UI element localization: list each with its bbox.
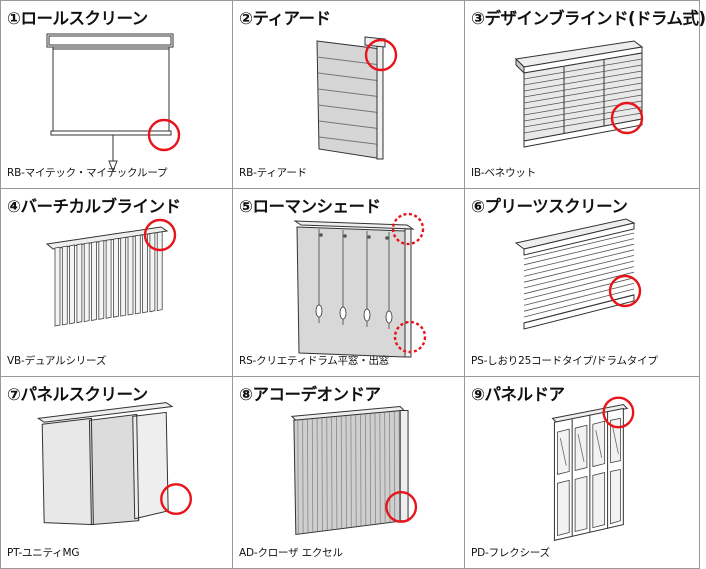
pleat — [524, 233, 634, 259]
slat — [92, 242, 97, 321]
slat — [150, 233, 155, 312]
slat — [121, 237, 126, 316]
product-model: IB-ベネウット — [471, 167, 536, 179]
roman-shade-icon — [233, 212, 427, 377]
product-card-tiered: ②ティアード RB-ティアード — [233, 1, 465, 189]
product-card-design-blind: ③デザインブラインド(ドラム式) IB-ベネウット — [465, 1, 706, 189]
slat — [55, 247, 60, 326]
product-model: PT-ユニティMG — [7, 547, 80, 559]
pleat — [524, 283, 634, 311]
design-blind-icon — [465, 1, 699, 189]
panel-door-icon — [465, 396, 635, 565]
pleat — [524, 289, 634, 317]
pleated-screen-icon — [465, 189, 642, 377]
product-title: ⑦パネルスクリーン — [7, 385, 148, 404]
slat — [106, 240, 111, 319]
product-title: ③デザインブラインド(ドラム式) — [471, 9, 706, 28]
slat — [113, 238, 118, 317]
product-model: RS-クリエティドラム平窓・出窓 — [239, 355, 390, 367]
product-title: ⑥プリーツスクリーン — [471, 197, 628, 216]
slat — [99, 241, 104, 320]
slat — [70, 245, 75, 324]
pleat — [524, 261, 634, 288]
product-card-panel-screen: ⑦パネルスクリーン PT-ユニティMG — [1, 377, 233, 568]
slat — [128, 236, 133, 315]
product-card-pleated-screen: ⑥プリーツスクリーン PS-しおり25コードタイプ/ドラムタイプ — [465, 189, 699, 377]
product-card-vertical-blind: ④バーチカルブラインド VB-デュアルシリーズ — [1, 189, 233, 377]
product-title: ⑧アコーデオンドア — [239, 385, 381, 404]
product-model: RB-ティアード — [239, 167, 307, 179]
panel-screen-icon — [1, 377, 193, 565]
pleat — [524, 255, 634, 282]
product-title: ①ロールスクリーン — [7, 9, 148, 28]
product-model: AD-クローザ エクセル — [239, 547, 343, 559]
slat — [84, 243, 89, 322]
slat — [157, 232, 162, 311]
tiered-screen-icon — [233, 1, 398, 189]
slat — [77, 244, 82, 323]
product-model: VB-デュアルシリーズ — [7, 355, 107, 367]
roll-screen-icon — [1, 1, 181, 189]
product-model: PD-フレクシーズ — [471, 547, 550, 559]
accordion-door-icon — [233, 377, 418, 565]
slat — [62, 246, 67, 325]
slat — [135, 235, 140, 314]
product-title: ⑨パネルドア — [471, 385, 565, 404]
product-card-panel-door: ⑨パネルドア — [465, 377, 699, 568]
product-title: ④バーチカルブラインド — [7, 197, 181, 216]
product-title: ⑤ローマンシェード — [239, 197, 381, 216]
pleat — [524, 239, 634, 265]
pleat — [524, 250, 634, 277]
pleat — [524, 278, 634, 306]
product-card-roman-shade: ⑤ローマンシェード — [233, 189, 465, 377]
product-card-accordion-door: ⑧アコーデオンドア AD-クローザ エクセル — [233, 377, 465, 568]
slat — [143, 234, 148, 313]
pleat — [524, 244, 634, 270]
vertical-blind-icon — [1, 218, 177, 377]
pleat — [524, 272, 634, 299]
product-title: ②ティアード — [239, 9, 331, 28]
product-model: RB-マイテック・マイテックループ — [7, 167, 168, 179]
product-model: PS-しおり25コードタイプ/ドラムタイプ — [471, 355, 658, 367]
pleat — [524, 267, 634, 294]
product-card-roll-screen: ①ロールスクリーン RB-マイテック・マイテックループ — [1, 1, 233, 189]
